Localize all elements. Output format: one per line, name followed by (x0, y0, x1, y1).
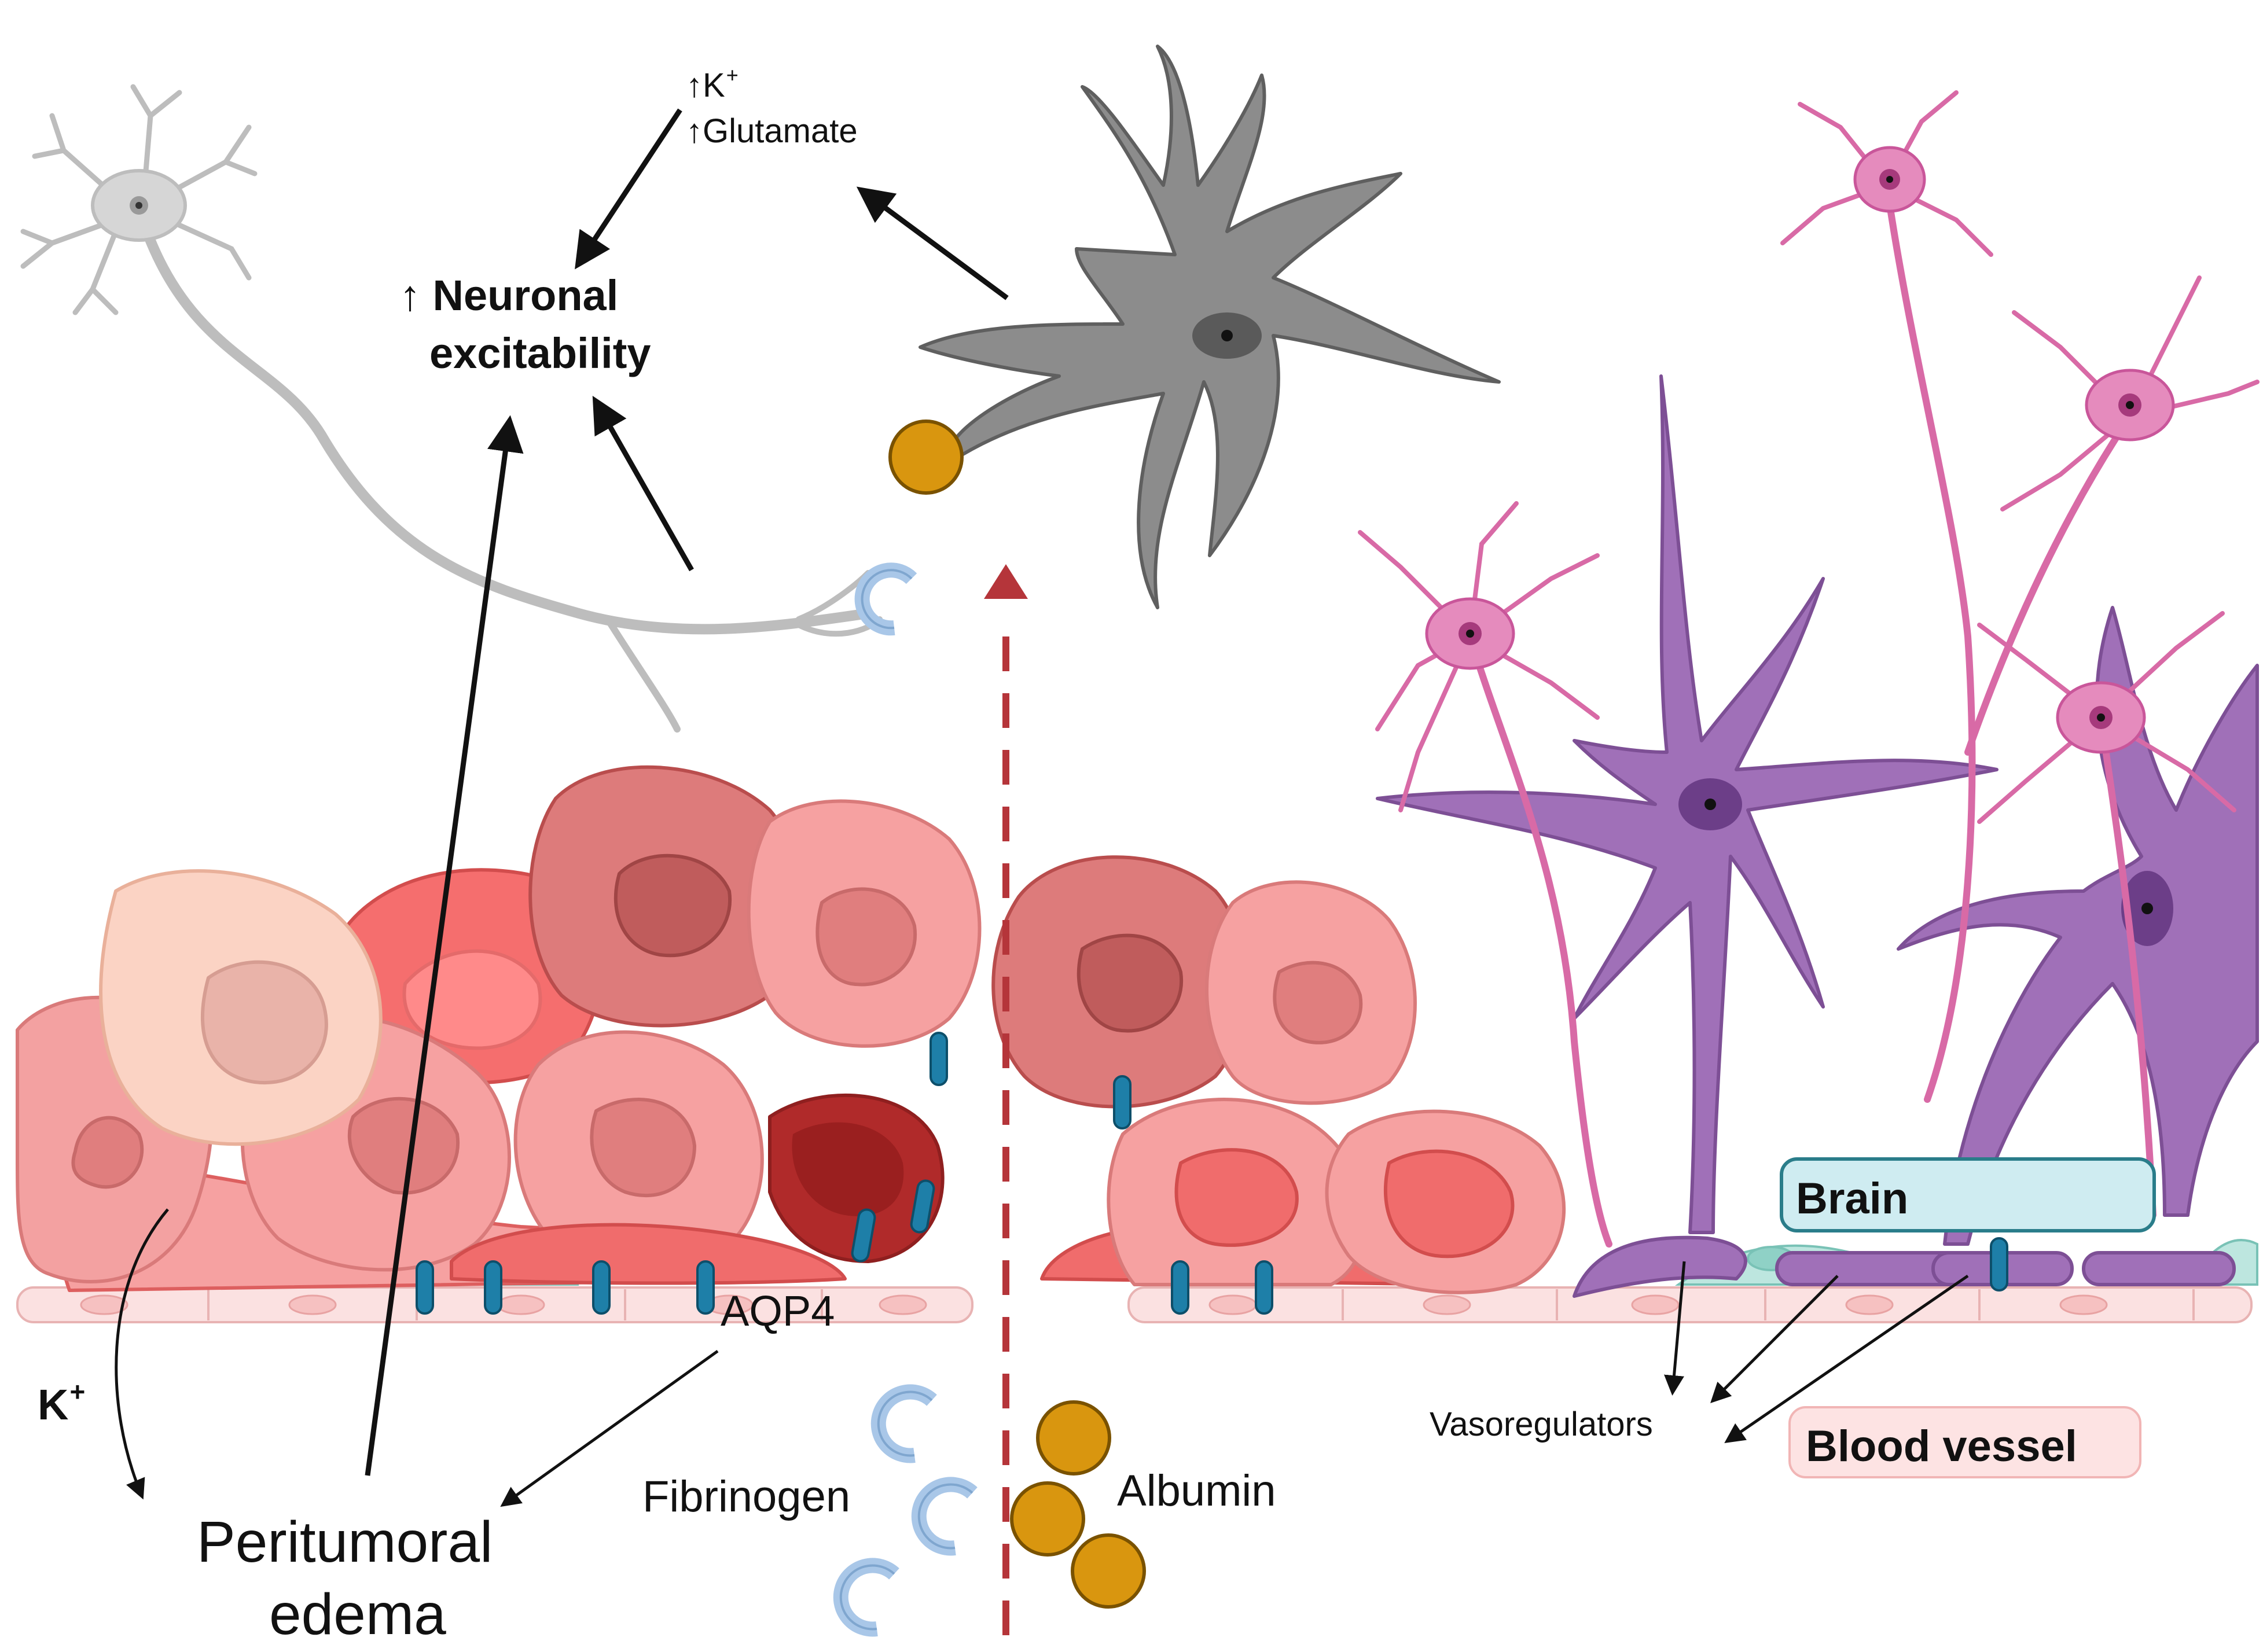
blood-vessel-box: Blood vessel (1788, 1406, 2141, 1478)
brain-label: Brain (1796, 1174, 1909, 1223)
arrow-aqp4-to-edema (500, 1349, 719, 1507)
barrier-dashed-line (984, 564, 1028, 1638)
arrow-k-to-edema (115, 1208, 169, 1500)
albumin-label: Albumin (1117, 1466, 1276, 1515)
arrow-neuron-terminal-to-excitability (592, 396, 694, 572)
aqp4-channels (416, 1032, 2008, 1315)
brain-box: Brain (1780, 1157, 2156, 1232)
arrow-endfoot-1-to-vasoregulators (1664, 1261, 1686, 1396)
k-increase-label: ↑K+ (686, 63, 739, 105)
fibrinogen-label: Fibrinogen (642, 1472, 851, 1521)
albumin-spheres (888, 420, 1146, 1609)
peritumoral-edema-line2: edema (269, 1582, 446, 1647)
arrows (115, 108, 1969, 1507)
astrocyte-pink-somas (1425, 146, 2175, 754)
arrow-edema-to-excitability (365, 415, 524, 1476)
tumor-mass-right (991, 855, 1566, 1294)
arrow-astrocyte-to-k-glutamate (856, 186, 1009, 300)
vessel-endothelium-right (1127, 1286, 2253, 1323)
neuron-soma (91, 169, 187, 242)
k-ion-label: K+ (38, 1377, 86, 1429)
neuronal-excitability-line1: ↑ Neuronal (399, 271, 619, 319)
astrocyte-gray (919, 45, 1501, 609)
neuronal-excitability-line2: excitability (429, 329, 651, 377)
tumor-mass-left (16, 765, 982, 1292)
aqp4-label: AQP4 (721, 1287, 835, 1335)
arrow-k-glutamate-to-excitability (575, 108, 682, 270)
peritumoral-edema-line1: Peritumoral (197, 1510, 493, 1574)
fibrinogen-outline (839, 569, 973, 1631)
vasoregulators-label: Vasoregulators (1430, 1406, 1653, 1443)
arrow-endfoot-2-to-vasoregulators (1710, 1275, 1839, 1403)
blood-vessel-label: Blood vessel (1806, 1422, 2077, 1471)
glutamate-increase-label: ↑Glutamate (686, 112, 858, 150)
arrow-endfoot-3-to-vasoregulators (1724, 1274, 1969, 1443)
